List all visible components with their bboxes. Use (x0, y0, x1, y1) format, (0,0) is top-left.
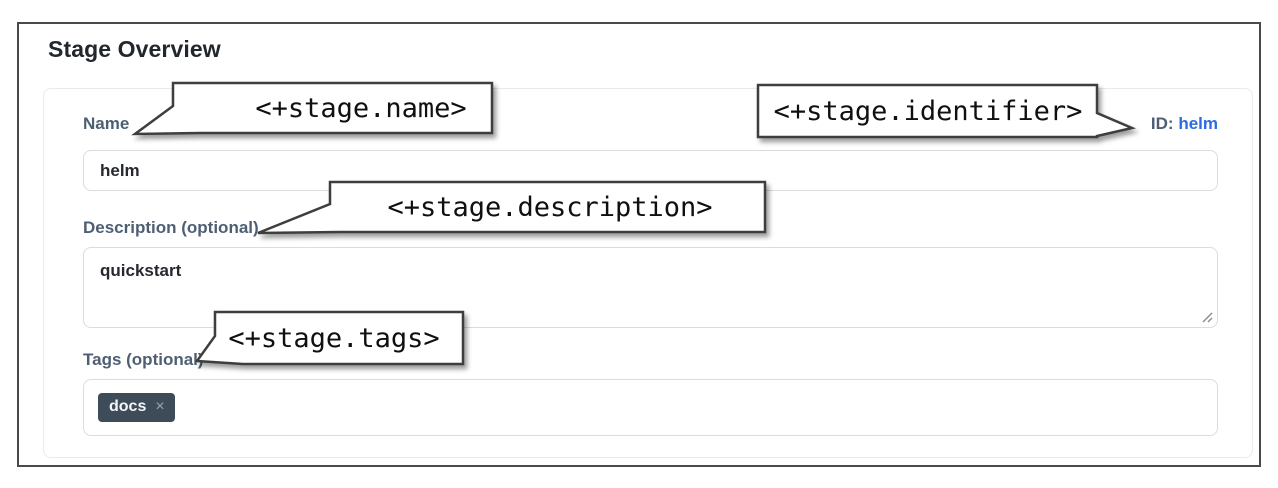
name-label: Name (83, 114, 130, 133)
resize-handle-icon[interactable] (1200, 310, 1213, 323)
callout-stage-name: <+stage.name> (131, 81, 494, 136)
tag-chip-label: docs (109, 398, 147, 416)
stage-id-row: ID: helm (1151, 114, 1218, 134)
svg-text:<+stage.identifier>: <+stage.identifier> (774, 96, 1083, 127)
description-label: Description (optional) (83, 218, 259, 237)
svg-text:<+stage.tags>: <+stage.tags> (228, 323, 439, 354)
id-value-link[interactable]: helm (1178, 114, 1218, 133)
tags-label: Tags (optional) (83, 350, 204, 369)
tag-chip: docs × (98, 393, 175, 422)
callout-stage-identifier: <+stage.identifier> (756, 83, 1137, 139)
tags-input[interactable]: docs × (83, 379, 1218, 436)
svg-text:<+stage.description>: <+stage.description> (387, 192, 712, 223)
callout-stage-tags: <+stage.tags> (194, 310, 465, 366)
callout-stage-description: <+stage.description> (257, 180, 767, 235)
page-title: Stage Overview (48, 36, 221, 62)
name-input[interactable] (83, 150, 1218, 191)
remove-tag-icon[interactable]: × (155, 398, 165, 416)
svg-text:<+stage.name>: <+stage.name> (255, 93, 466, 124)
id-label: ID: (1150, 114, 1174, 133)
